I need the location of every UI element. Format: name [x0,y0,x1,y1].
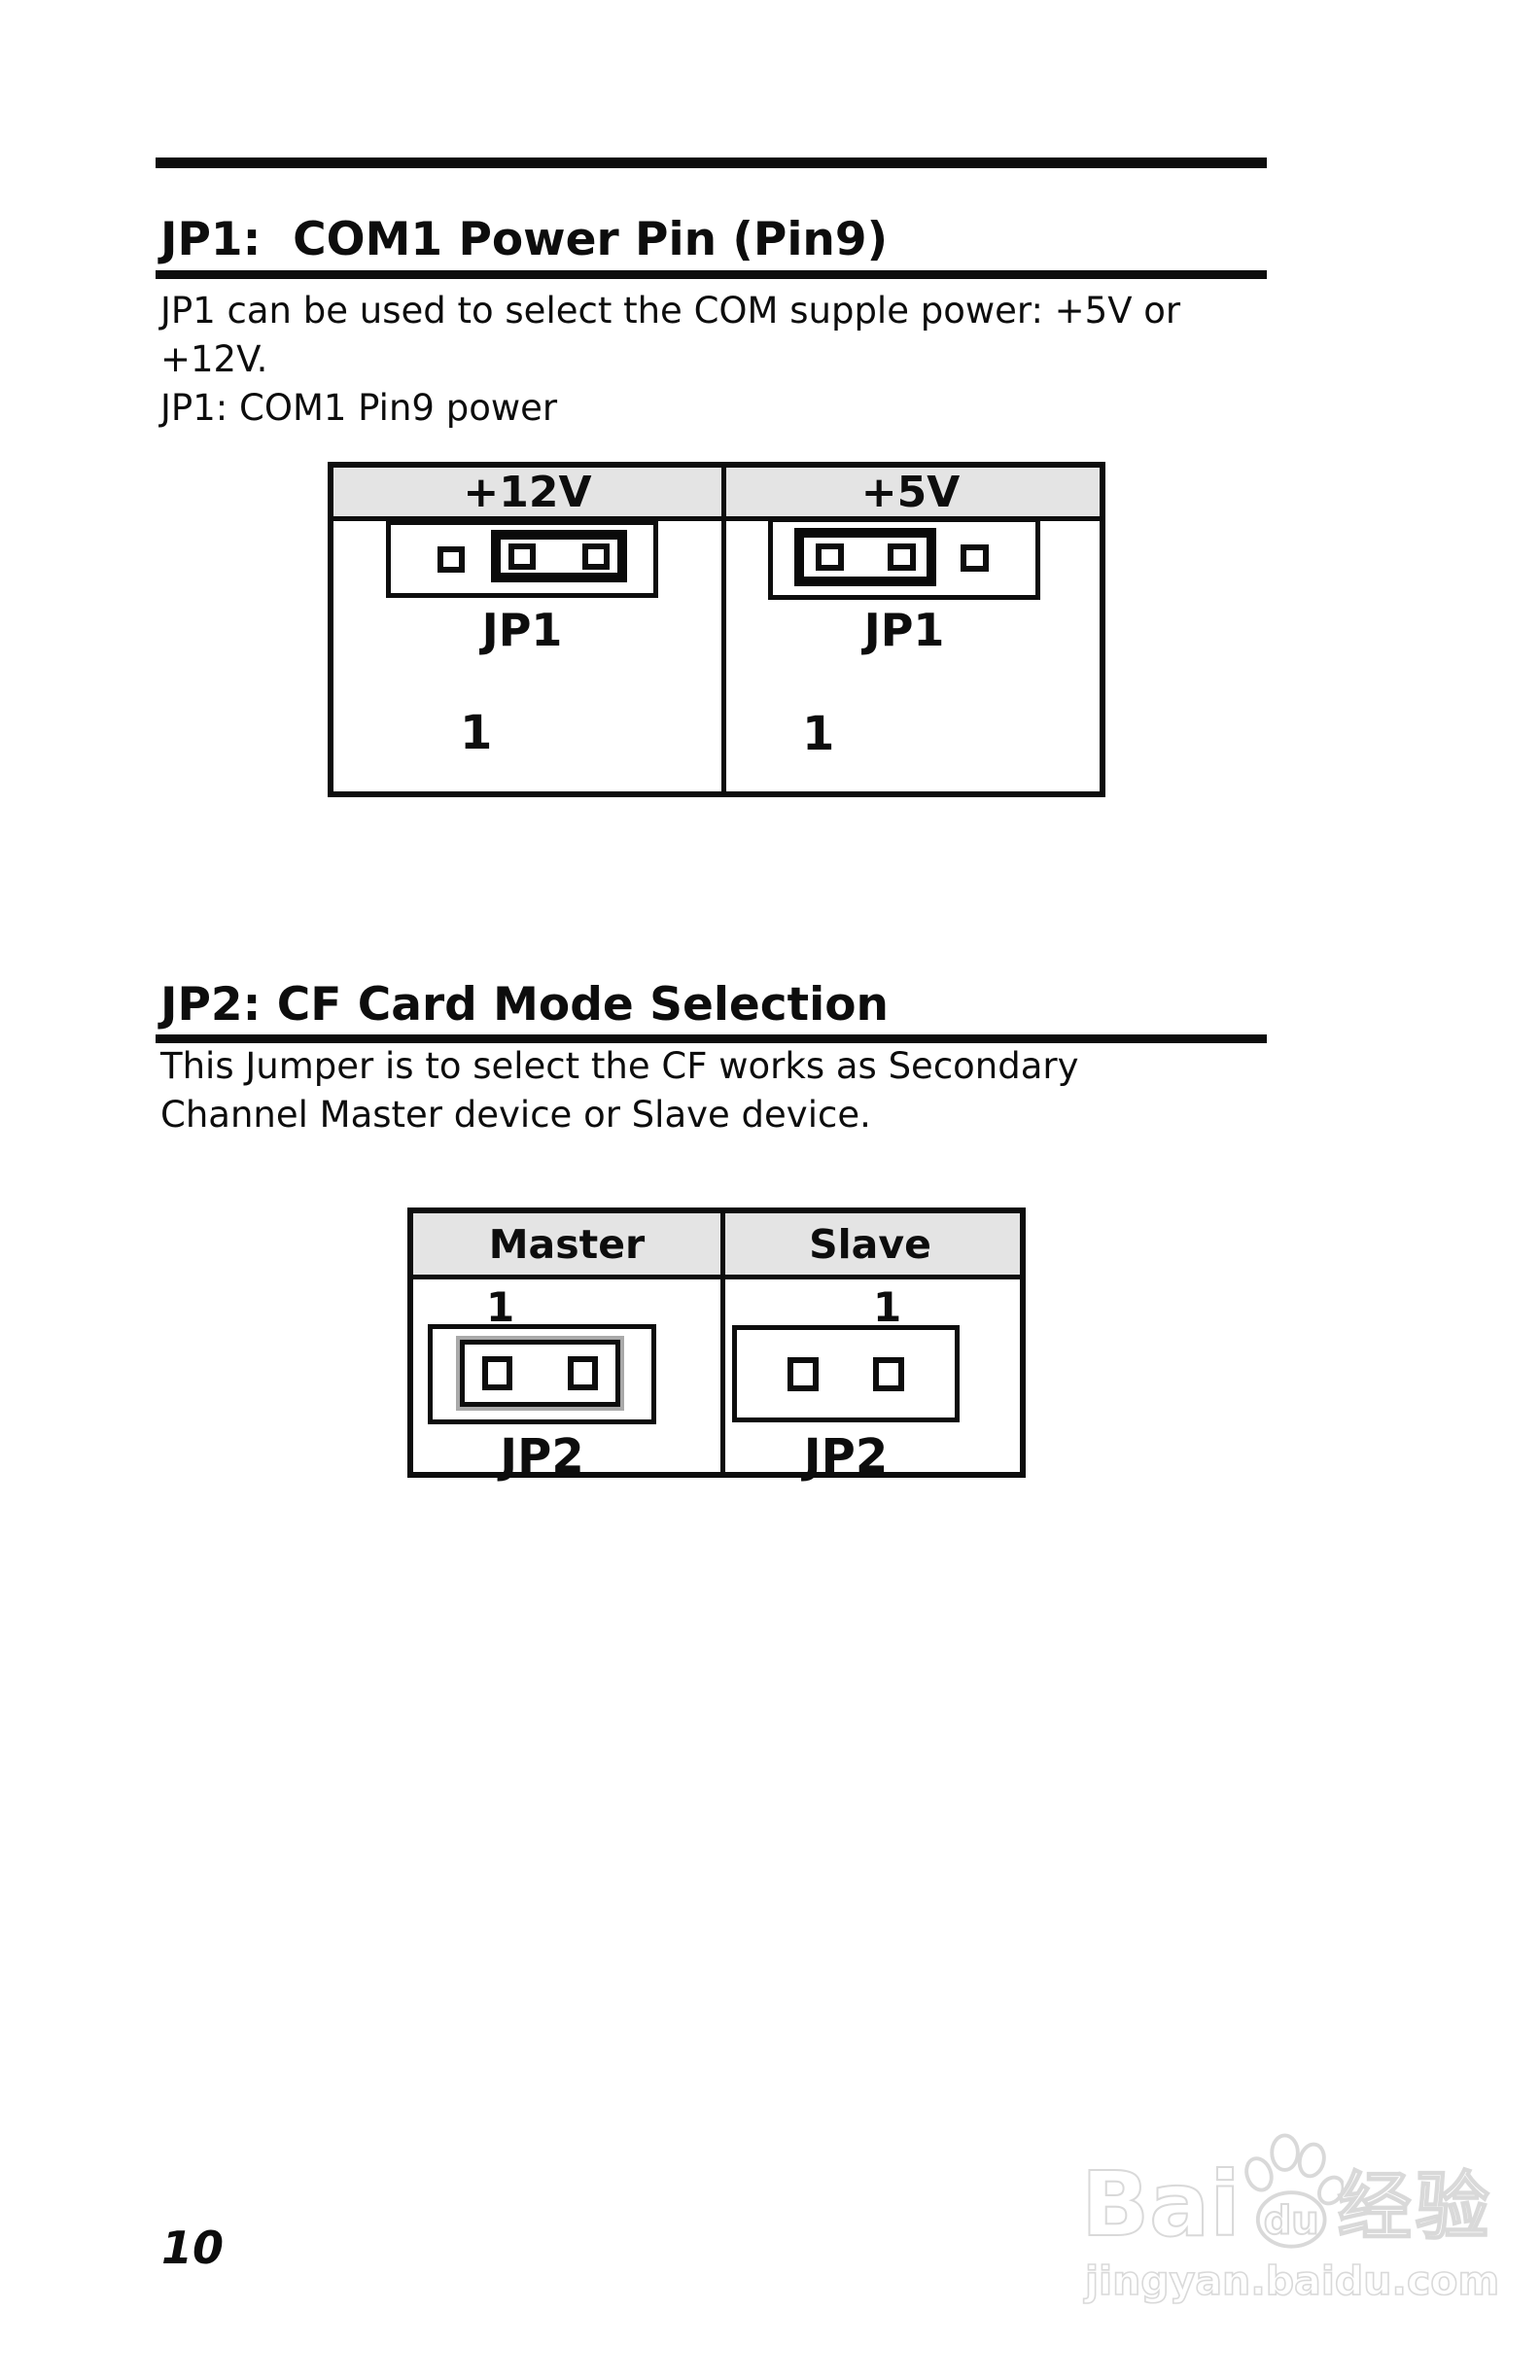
jumper-label: JP1 [863,604,945,656]
jp2-intro-line: This Jumper is to select the CF works as… [160,1045,1079,1087]
watermark-brand-suffix: du [1263,2198,1318,2243]
jumper-cap [794,528,936,586]
watermark-brand-text: Bai [1080,2152,1242,2257]
jp1-intro-line: JP1 can be used to select the COM supple… [160,290,1181,332]
jumper-pin [788,1356,819,1391]
watermark-logo-row: Bai du 经验 [1080,2131,1499,2257]
jp2-table-header-row: Master Slave [413,1213,1020,1279]
watermark-cn-text: 经验 [1337,2163,1493,2250]
jumper-cap [491,530,627,582]
jp1-table-header-row: +12V +5V [333,468,1100,521]
jumper-pin [508,542,536,570]
jp1-section-heading: JP1: COM1 Power Pin (Pin9) [160,213,889,266]
pin1-number: 1 [460,706,493,760]
jp1-header-cell-5v: +5V [860,467,961,517]
jumper-pin [582,542,610,570]
jumper-diagram-5v [768,517,1040,600]
jp1-jumper-table: +12V +5V JP1 1 JP1 1 [328,462,1105,797]
jumper-diagram-master [428,1324,656,1424]
jumper-diagram-slave [732,1325,960,1422]
jp1-intro-line: JP1: COM1 Pin9 power [160,387,558,429]
baidu-watermark: Bai du 经验 jingyan.baidu.com [1080,2131,1500,2305]
jumper-pin [887,543,916,571]
jumper-pin [482,1356,512,1390]
jp1-header-cell-12v: +12V [463,467,592,517]
pin1-number: 1 [873,1283,902,1331]
baidu-paw-icon: du [1243,2133,1344,2249]
jp1-intro-paragraph: JP1 can be used to select the COM supple… [160,287,1180,433]
jp1-intro-line: +12V. [160,338,268,380]
jp2-section-heading: JP2: CF Card Mode Selection [160,978,889,1032]
jp2-header-cell-slave: Slave [809,1220,931,1268]
jumper-pin [815,543,844,571]
top-rule [156,158,1267,168]
jp2-intro-line: Channel Master device or Slave device. [160,1094,871,1136]
page-number: 10 [161,2222,225,2274]
jp2-jumper-table: Master Slave 1 JP2 1 JP2 [407,1208,1026,1484]
pin1-number: 1 [802,707,835,761]
jp2-header-cell-master: Master [488,1220,646,1268]
pin1-number: 1 [486,1283,515,1331]
jumper-label: JP1 [481,604,563,656]
jp2-intro-paragraph: This Jumper is to select the CF works as… [160,1042,1079,1139]
jumper-pin [873,1356,904,1391]
jp1-heading-underline [156,270,1267,279]
watermark-site-url: jingyan.baidu.com [1084,2257,1500,2305]
jumper-pin [568,1356,598,1390]
jumper-pin [961,544,989,572]
jp1-column-divider [721,468,726,791]
jumper-pin [438,546,465,573]
jumper-label: JP2 [500,1429,584,1484]
jp2-column-divider [720,1213,725,1472]
jp2-heading-underline [156,1034,1267,1043]
jumper-cap [456,1336,624,1411]
jumper-diagram-12v [386,520,658,598]
jumper-label: JP2 [803,1429,889,1484]
